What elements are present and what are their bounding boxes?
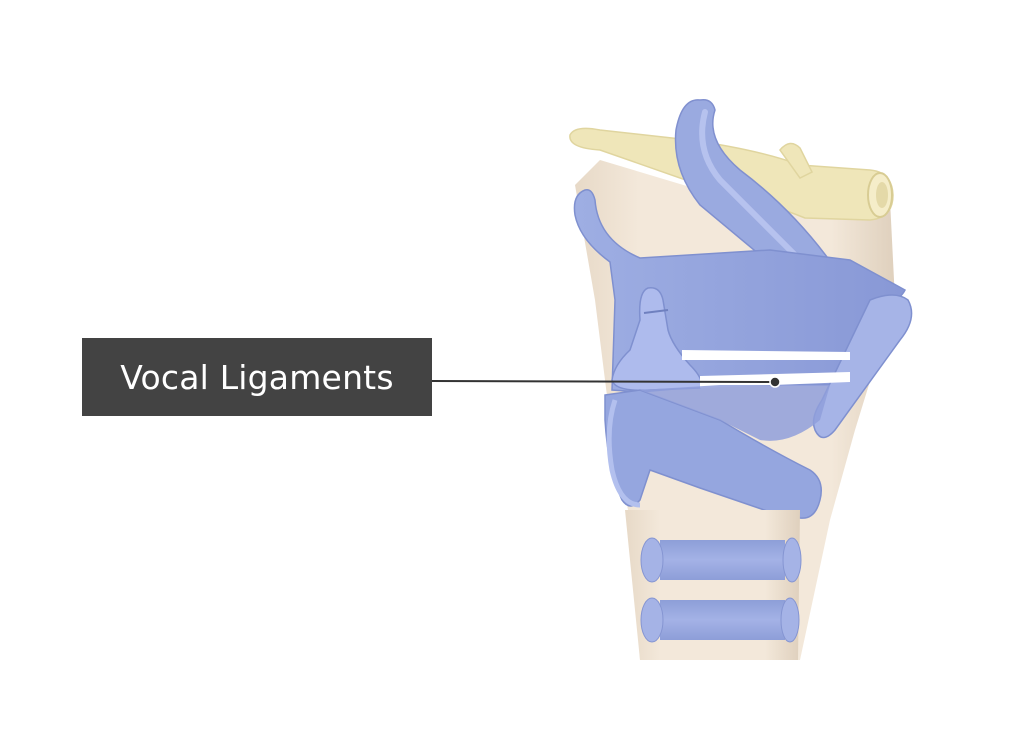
label-vocal-ligaments: Vocal Ligaments xyxy=(82,338,432,416)
vocal-ligament-upper xyxy=(682,350,850,360)
leader-line xyxy=(431,380,775,383)
cricothyroid-region xyxy=(640,385,830,441)
tracheal-rings xyxy=(640,537,802,643)
label-vocal-ligaments-text: Vocal Ligaments xyxy=(120,357,394,397)
leader-dot xyxy=(769,376,781,388)
